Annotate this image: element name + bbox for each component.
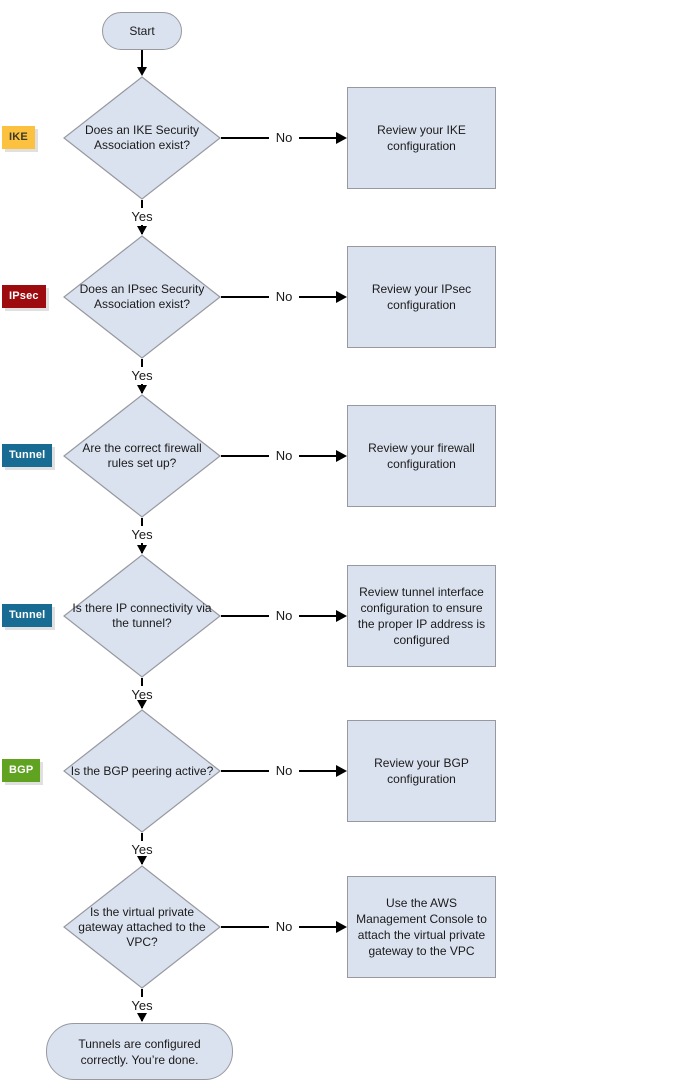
no-label: No: [269, 446, 299, 465]
decision-question: Is there IP connectivity via the tunnel?: [72, 601, 212, 630]
action-box: Review your BGP configuration: [347, 720, 496, 822]
start-node: Start: [102, 12, 182, 50]
badge-bgp: BGP: [2, 759, 41, 782]
end-node: Tunnels are configured correctly. You’re…: [46, 1023, 233, 1080]
action-box: Review your IPsec configuration: [347, 246, 496, 348]
action-box: Use the AWS Management Console to attach…: [347, 876, 496, 978]
decision-question: Does an IKE Security Association exist?: [84, 123, 200, 152]
yes-label: Yes: [126, 367, 158, 384]
yes-label: Yes: [126, 208, 158, 225]
arrowhead-right-icon: [336, 765, 347, 777]
arrowhead-down-icon: [137, 856, 147, 865]
no-label: No: [269, 606, 299, 625]
decision-diamond: [63, 554, 221, 678]
arrowhead-down-icon: [137, 1013, 147, 1022]
decision-diamond: [63, 709, 221, 833]
badge-tunnel: Tunnel: [2, 444, 53, 467]
yes-label: Yes: [126, 997, 158, 1014]
arrowhead-down-icon: [137, 385, 147, 394]
connector-line: [141, 50, 143, 68]
arrowhead-down-icon: [137, 700, 147, 709]
arrowhead-right-icon: [336, 132, 347, 144]
no-label: No: [269, 761, 299, 780]
decision-diamond: [63, 865, 221, 989]
no-label: No: [269, 128, 299, 147]
arrowhead-down-icon: [137, 67, 147, 76]
badge-ike: IKE: [2, 126, 35, 149]
action-box: Review your firewall configuration: [347, 405, 496, 507]
arrowhead-down-icon: [137, 226, 147, 235]
decision-diamond: [63, 394, 221, 518]
arrowhead-right-icon: [336, 921, 347, 933]
decision-question: Is the BGP peering active?: [70, 763, 214, 778]
badge-ipsec: IPsec: [2, 285, 46, 308]
decision-question: Is the virtual private gateway attached …: [78, 904, 206, 949]
decision-question: Does an IPsec Security Association exist…: [79, 282, 205, 311]
arrowhead-right-icon: [336, 291, 347, 303]
decision-diamond: [63, 76, 221, 200]
arrowhead-right-icon: [336, 610, 347, 622]
badge-tunnel: Tunnel: [2, 604, 53, 627]
yes-label: Yes: [126, 841, 158, 858]
yes-label: Yes: [126, 686, 158, 703]
no-label: No: [269, 917, 299, 936]
no-label: No: [269, 287, 299, 306]
arrowhead-down-icon: [137, 545, 147, 554]
arrowhead-right-icon: [336, 450, 347, 462]
decision-diamond: [63, 235, 221, 359]
action-box: Review tunnel interface configuration to…: [347, 565, 496, 667]
action-box: Review your IKE configuration: [347, 87, 496, 189]
decision-question: Are the correct firewall rules set up?: [82, 441, 202, 470]
yes-label: Yes: [126, 526, 158, 543]
